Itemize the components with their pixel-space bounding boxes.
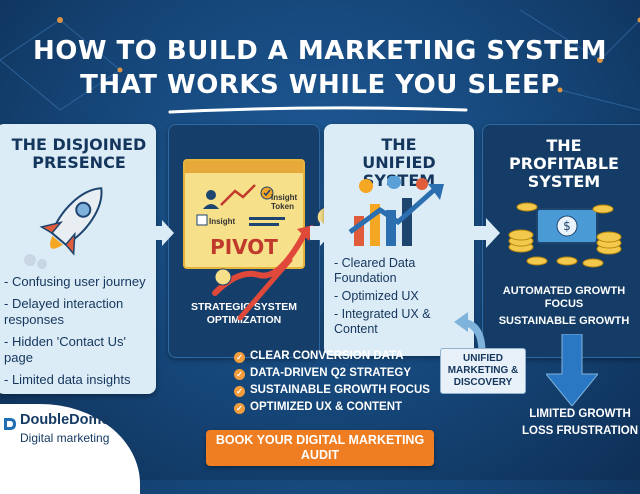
- checklist-item: ✓ SUSTAINABLE GROWTH FOCUS: [234, 382, 430, 399]
- brand-tagline: Digital marketing: [20, 431, 109, 445]
- benefits-checklist: ✓ CLEAR CONVERSION DATA ✓ DATA-DRIVEN Q2 S…: [234, 348, 430, 416]
- arrow-right-icon: [472, 218, 500, 248]
- money-coins-icon: $: [507, 199, 623, 273]
- checklist-item-label: OPTIMIZED UX & CONTENT: [250, 401, 402, 413]
- disjoined-bullet: Delayed interaction responses: [4, 296, 152, 328]
- arrow-right-icon: [152, 220, 174, 246]
- card-pivot: Insight Insight Token PIVOT STRATEGIC SY…: [168, 124, 320, 358]
- rocket-icon: [18, 174, 128, 270]
- disjoined-bullet: Hidden 'Contact Us' page: [4, 334, 152, 366]
- disjoined-bullet: Limited data insights: [4, 372, 152, 388]
- card-title-profitable: THE PROFITABLE SYSTEM: [483, 137, 640, 191]
- checklist-item: ✓ OPTIMIZED UX & CONTENT: [234, 399, 430, 416]
- unified-bullet: Cleared Data Foundation: [334, 256, 470, 286]
- brand-name: DoubleDome: [20, 412, 109, 428]
- arrow-down-icon: [546, 334, 598, 406]
- unified-bullet: Integrated UX & Content: [334, 307, 470, 337]
- arrow-up-icon: [236, 252, 296, 322]
- arrow-right-icon: [310, 220, 332, 246]
- profitable-caption-b: SUSTAINABLE GROWTH: [483, 315, 640, 327]
- check-icon: ✓: [234, 369, 245, 380]
- arrow-curve-icon: [452, 312, 488, 352]
- checklist-item-label: SUSTAINABLE GROWTH FOCUS: [250, 384, 430, 396]
- unified-bullet: Optimized UX: [334, 289, 470, 304]
- doubledome-logo-icon: [2, 416, 18, 432]
- headline: HOW TO BUILD A MARKETING SYSTEM THAT WOR…: [0, 34, 640, 102]
- svg-text:$: $: [563, 219, 571, 233]
- insight-token-label: Insight Token: [271, 193, 301, 211]
- check-icon: ✓: [234, 352, 245, 363]
- headline-underline: [168, 104, 468, 116]
- unified-marketing-box: UNIFIED MARKETING & DISCOVERY: [440, 348, 526, 394]
- card-title-disjoined: THE DISJOINED PRESENCE: [0, 136, 156, 172]
- limited-line-2: LOSS FRUSTRATION: [518, 423, 640, 440]
- disjoined-bullet: Confusing user journey: [4, 274, 152, 290]
- limited-growth-text: LIMITED GROWTH LOSS FRUSTRATION: [518, 406, 640, 440]
- checklist-item: ✓ DATA-DRIVEN Q2 STRATEGY: [234, 365, 430, 382]
- checklist-item-label: DATA-DRIVEN Q2 STRATEGY: [250, 367, 411, 379]
- book-audit-button[interactable]: BOOK YOUR DIGITAL MARKETING AUDIT: [206, 430, 434, 466]
- growth-chart-icon: [346, 176, 456, 252]
- checklist-item-label: CLEAR CONVERSION DATA: [250, 350, 404, 362]
- headline-line-1: HOW TO BUILD A MARKETING SYSTEM: [0, 34, 640, 68]
- disjoined-bullets: Confusing user journey Delayed interacti…: [4, 274, 152, 394]
- limited-line-1: LIMITED GROWTH: [518, 406, 640, 423]
- headline-line-2: THAT WORKS WHILE YOU SLEEP: [0, 68, 640, 102]
- check-icon: ✓: [234, 403, 245, 414]
- card-disjoined-presence: THE DISJOINED PRESENCE Confusing user jo…: [0, 124, 156, 394]
- check-icon: ✓: [234, 386, 245, 397]
- card-profitable-system: THE PROFITABLE SYSTEM $ AUTOMATED GROWTH…: [482, 124, 640, 358]
- checklist-item: ✓ CLEAR CONVERSION DATA: [234, 348, 430, 365]
- profitable-caption-a: AUTOMATED GROWTH FOCUS: [483, 285, 640, 311]
- unified-bullets: Cleared Data Foundation Optimized UX Int…: [334, 256, 470, 340]
